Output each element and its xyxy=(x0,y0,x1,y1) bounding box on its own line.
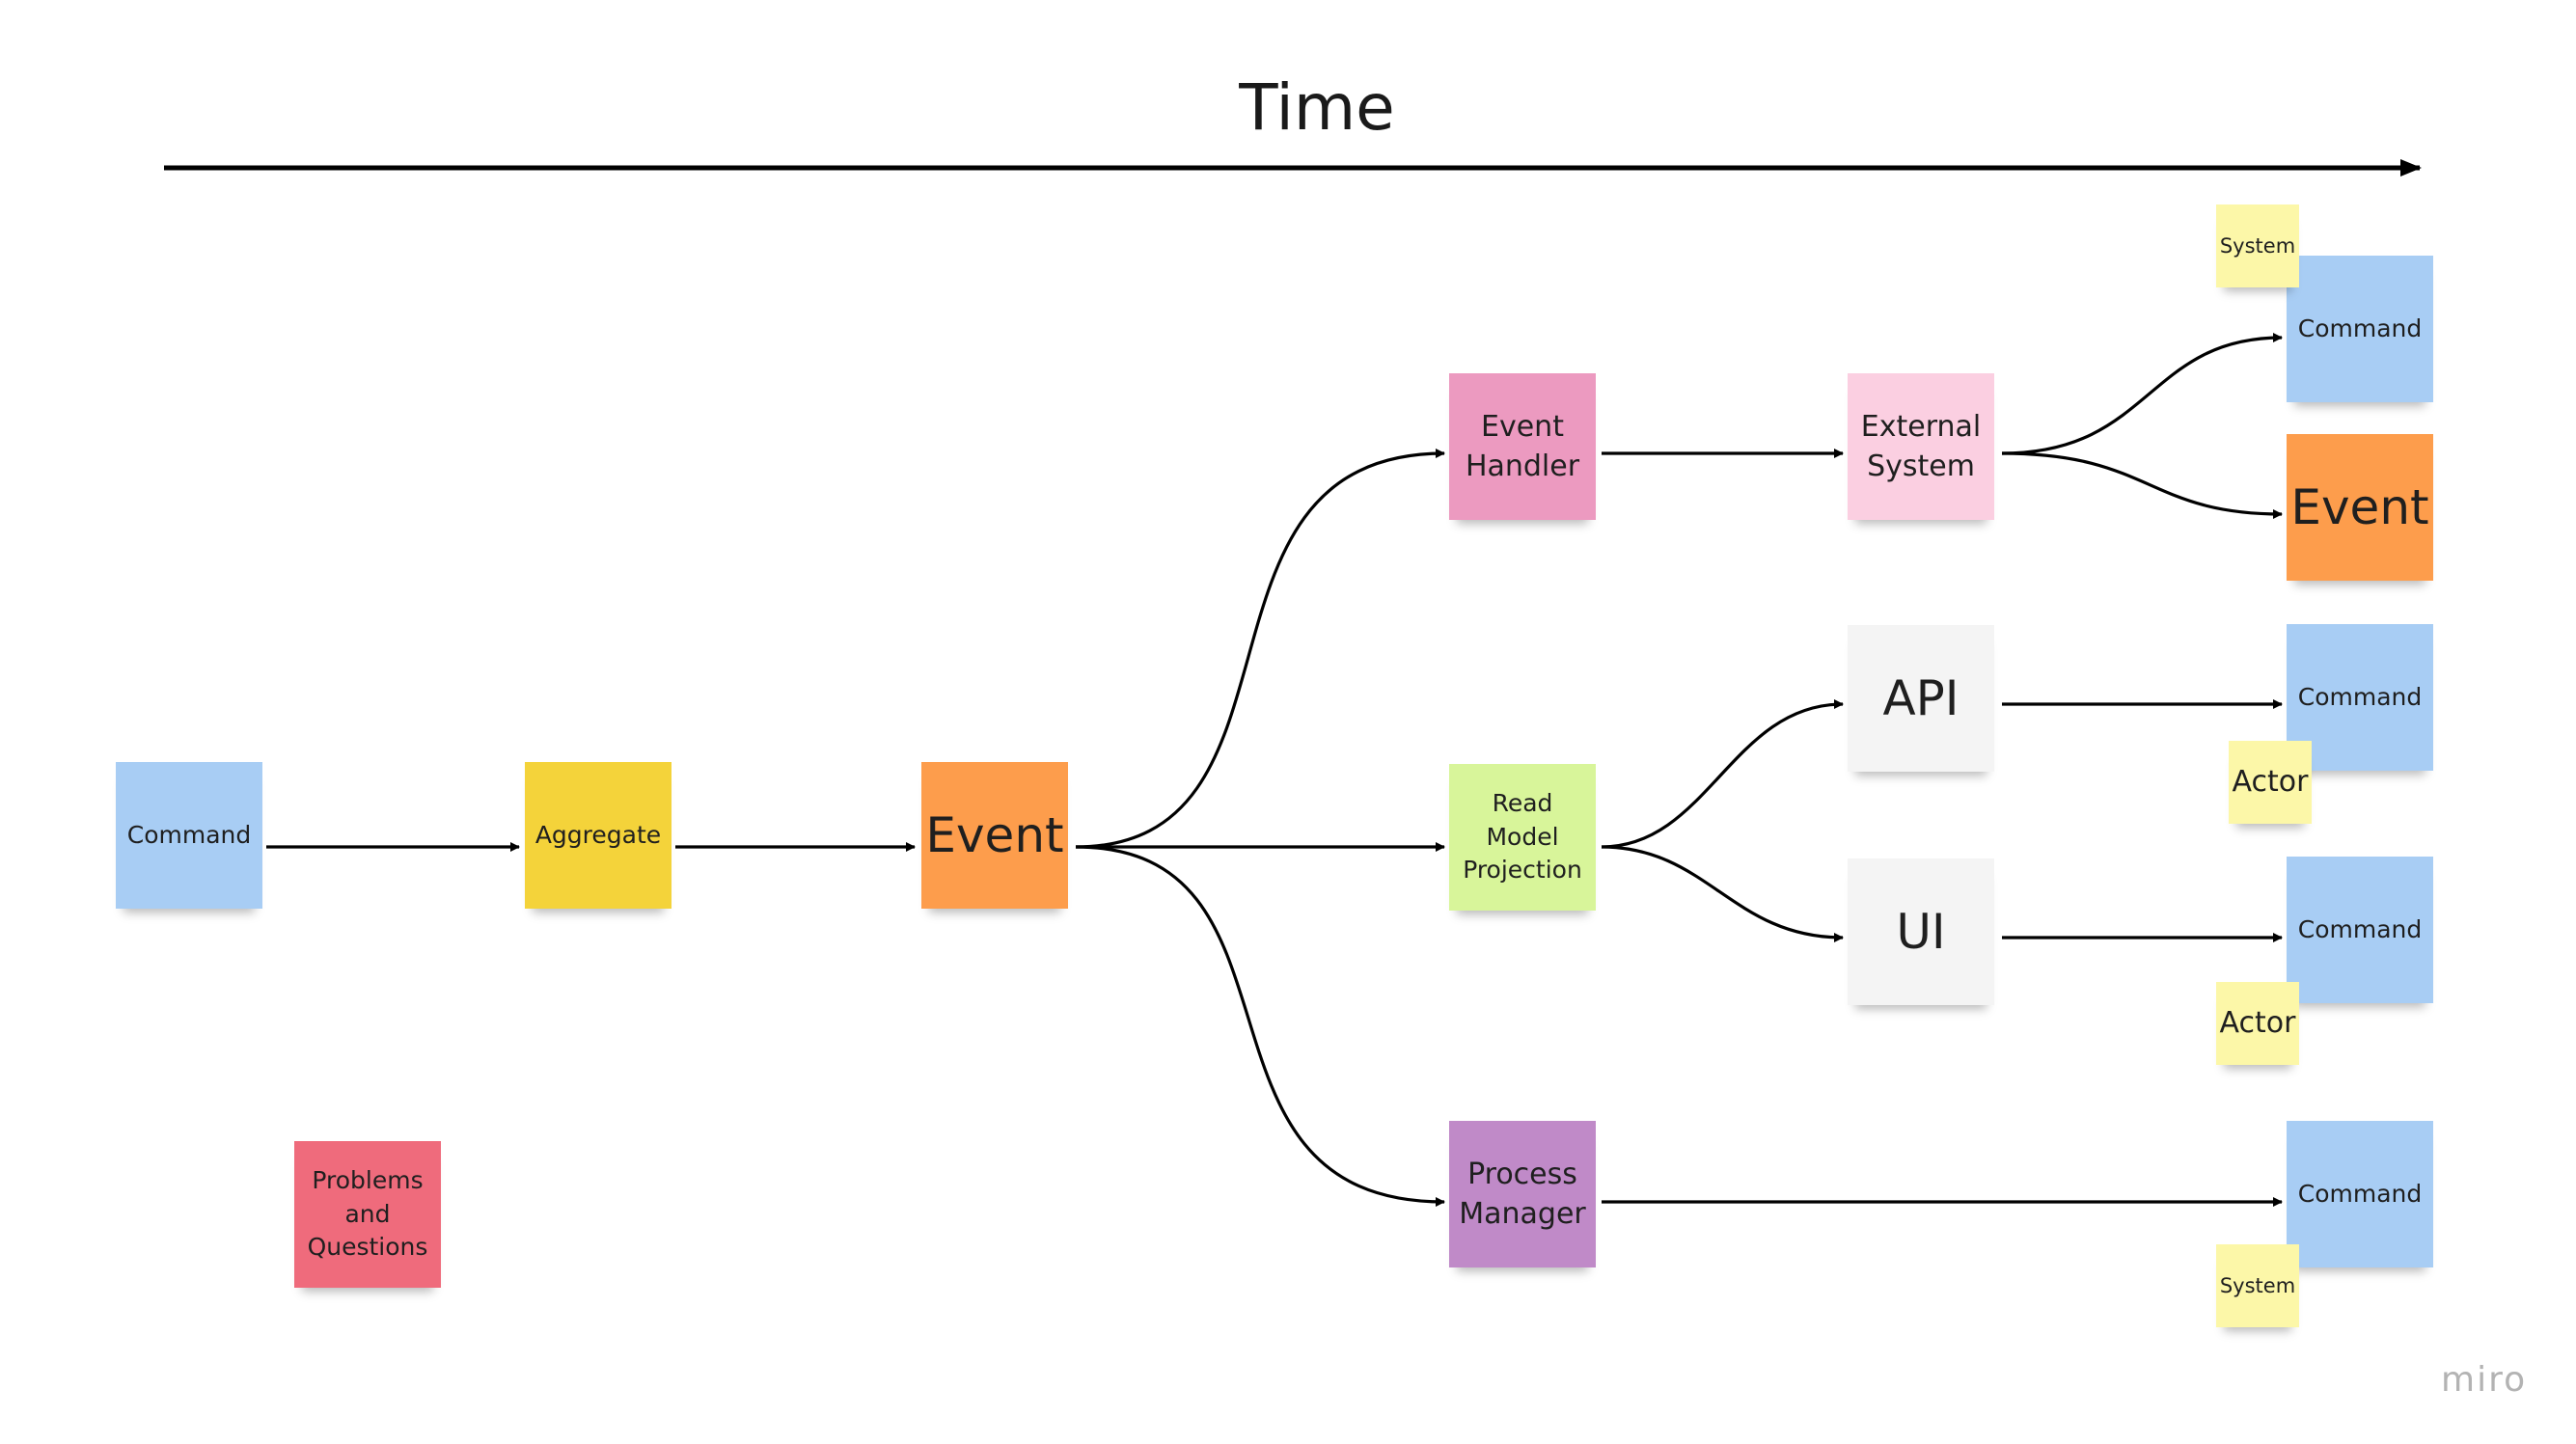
sticky-command-pm[interactable]: Command xyxy=(2287,1121,2433,1267)
sticky-command-ui[interactable]: Command xyxy=(2287,857,2433,1003)
sticky-external-system[interactable]: External System xyxy=(1848,373,1994,520)
connector-event-processmanager xyxy=(1075,845,1445,1207)
sticky-command-main[interactable]: Command xyxy=(116,762,262,909)
sticky-event-top[interactable]: Event xyxy=(2287,434,2433,581)
sticky-read-model-projection[interactable]: Read Model Projection xyxy=(1449,764,1596,911)
connector-event-eventhandler xyxy=(1075,449,1445,849)
sticky-system-top[interactable]: System xyxy=(2216,204,2299,287)
miro-logo: miro xyxy=(2441,1360,2528,1400)
sticky-event-main[interactable]: Event xyxy=(921,762,1068,909)
sticky-process-manager[interactable]: Process Manager xyxy=(1449,1121,1596,1267)
connector-readmodel-api xyxy=(1601,699,1844,849)
sticky-system-pm[interactable]: System xyxy=(2216,1244,2299,1327)
connector-external-event xyxy=(2001,451,2283,519)
sticky-ui[interactable]: UI xyxy=(1848,858,1994,1005)
sticky-actor-api[interactable]: Actor xyxy=(2229,741,2312,824)
sticky-actor-ui[interactable]: Actor xyxy=(2216,982,2299,1065)
connector-external-command xyxy=(2001,333,2283,455)
sticky-api[interactable]: API xyxy=(1848,625,1994,772)
sticky-command-top[interactable]: Command xyxy=(2287,256,2433,402)
sticky-aggregate[interactable]: Aggregate xyxy=(525,762,671,909)
sticky-problems-and-questions[interactable]: Problems and Questions xyxy=(294,1141,441,1288)
sticky-event-handler[interactable]: Event Handler xyxy=(1449,373,1596,520)
timeline-title: Time xyxy=(1239,70,1395,145)
connector-readmodel-ui xyxy=(1601,845,1844,942)
